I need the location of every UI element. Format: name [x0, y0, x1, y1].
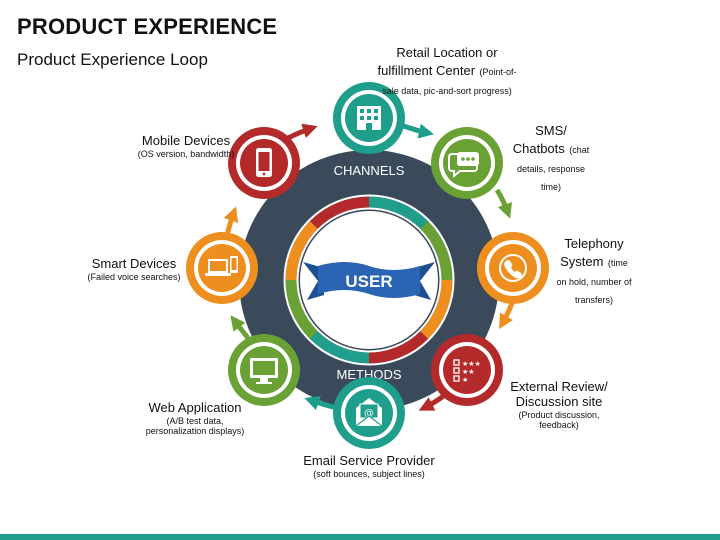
label-mobile-main: Mobile Devices [141, 133, 231, 148]
label-smart-detail: (Failed voice searches) [87, 271, 181, 282]
label-sms: SMS/ Chatbots (chat details, response ti… [510, 122, 592, 196]
label-review-main: External Review/ Discussion site [510, 379, 608, 409]
arrow-mobile-to-retail [286, 123, 318, 141]
label-web: Web Application (A/B test data, personal… [136, 400, 254, 437]
svg-text:★: ★ [462, 376, 468, 384]
label-web-main: Web Application [148, 400, 242, 415]
node-smart-devices [186, 232, 258, 304]
label-telephony-main: Telephony System [560, 236, 624, 270]
label-sms-detail: (chat details, response time) [516, 145, 590, 193]
label-email-detail: (soft bounces, subject lines) [313, 468, 425, 479]
chat-bubble-icon [448, 152, 479, 179]
segment-ring [285, 196, 453, 364]
user-ribbon [303, 262, 435, 300]
building-icon [357, 106, 381, 130]
ring-label-channels: CHANNELS [334, 163, 405, 178]
label-retail-main: Retail Location or fulfillment Center [377, 45, 498, 79]
page-title: PRODUCT EXPERIENCE [17, 14, 278, 39]
smartphone-icon [256, 148, 272, 177]
center-label: USER [345, 272, 392, 291]
label-review-detail: (Product discussion, feedback) [518, 409, 600, 431]
label-retail-detail: (Point-of-sale data, pic-and-sort progre… [382, 67, 517, 96]
rating-checklist-icon: ★★★ ★★ ★ [453, 359, 481, 384]
svg-text:★★: ★★ [462, 368, 475, 376]
label-web-detail: (A/B test data, personalization displays… [145, 415, 245, 437]
node-sms [431, 127, 503, 199]
page-subtitle: Product Experience Loop [17, 50, 208, 69]
node-telephony [477, 232, 549, 304]
label-email-main: Email Service Provider [303, 453, 435, 468]
node-web [228, 334, 300, 406]
arrow-sms-to-telephony [494, 188, 513, 219]
svg-text:★★★: ★★★ [462, 360, 481, 368]
ring-label-methods: METHODS [337, 367, 402, 382]
bottom-accent-bar [0, 534, 720, 540]
devices-icon [205, 256, 238, 276]
label-mobile-detail: (OS version, bandwidth) [137, 148, 235, 159]
label-email: Email Service Provider (soft bounces, su… [296, 453, 442, 479]
node-retail [333, 82, 405, 154]
arrow-web-to-smart [230, 315, 250, 340]
phone-icon [499, 254, 527, 282]
svg-text:@: @ [364, 408, 374, 419]
node-email: @ [333, 377, 405, 449]
label-telephony-detail: (time on hold, number of transfers) [556, 258, 632, 306]
node-mobile [228, 127, 300, 199]
node-review: ★★★ ★★ ★ [431, 334, 503, 406]
label-review: External Review/ Discussion site (Produc… [505, 379, 613, 431]
label-telephony: Telephony System (time on hold, number o… [554, 235, 634, 309]
label-mobile: Mobile Devices (OS version, bandwidth) [136, 133, 236, 159]
label-sms-main: SMS/ Chatbots [512, 123, 567, 157]
label-retail: Retail Location or fulfillment Center (P… [372, 44, 522, 99]
monitor-icon [250, 358, 278, 384]
envelope-icon: @ [355, 398, 383, 427]
label-smart: Smart Devices (Failed voice searches) [80, 256, 188, 282]
label-smart-main: Smart Devices [91, 256, 177, 271]
